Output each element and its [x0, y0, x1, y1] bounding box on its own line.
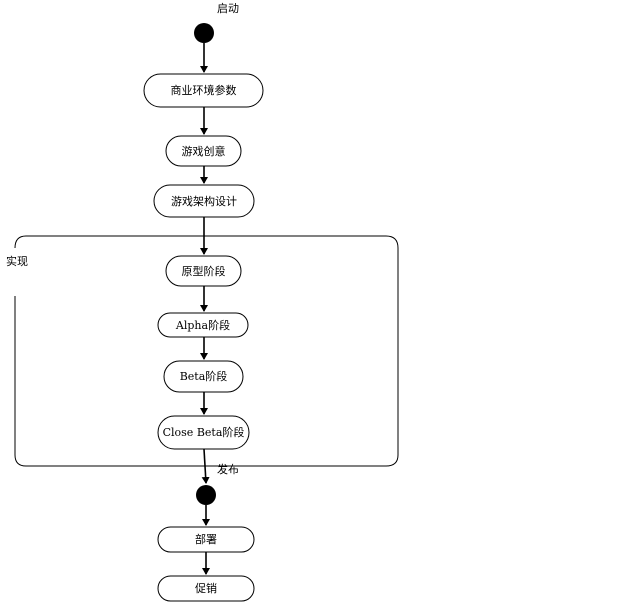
- activity-deploy: 部署: [157, 526, 255, 553]
- activity-beta-label: Beta阶段: [180, 369, 228, 383]
- region-label: 实现: [6, 254, 28, 268]
- initial-node: [194, 23, 214, 43]
- activity-idea: 游戏创意: [165, 135, 242, 167]
- activity-close-beta-label: Close Beta阶段: [163, 425, 245, 439]
- activity-business: 商业环境参数: [143, 73, 264, 108]
- activity-business-label: 商业环境参数: [171, 83, 237, 97]
- implementation-region: [14, 235, 399, 467]
- activity-idea-label: 游戏创意: [182, 144, 226, 158]
- activity-prototype: 原型阶段: [165, 255, 242, 287]
- activity-prototype-label: 原型阶段: [182, 264, 226, 278]
- edge-closebeta-release: [201, 448, 210, 484]
- edges: [200, 43, 210, 575]
- activity-promotion: 促销: [157, 575, 255, 602]
- activity-alpha-label: Alpha阶段: [175, 318, 230, 332]
- activity-architecture: 游戏架构设计: [153, 184, 255, 218]
- activity-architecture-label: 游戏架构设计: [171, 194, 237, 208]
- start-label: 启动: [217, 2, 239, 15]
- activity-beta: Beta阶段: [163, 360, 244, 393]
- activity-deploy-label: 部署: [195, 532, 217, 546]
- activity-promotion-label: 促销: [195, 581, 217, 595]
- release-node: [196, 485, 216, 505]
- release-label: 发布: [217, 462, 239, 476]
- activity-alpha: Alpha阶段: [157, 312, 249, 338]
- activity-close-beta: Close Beta阶段: [157, 415, 250, 450]
